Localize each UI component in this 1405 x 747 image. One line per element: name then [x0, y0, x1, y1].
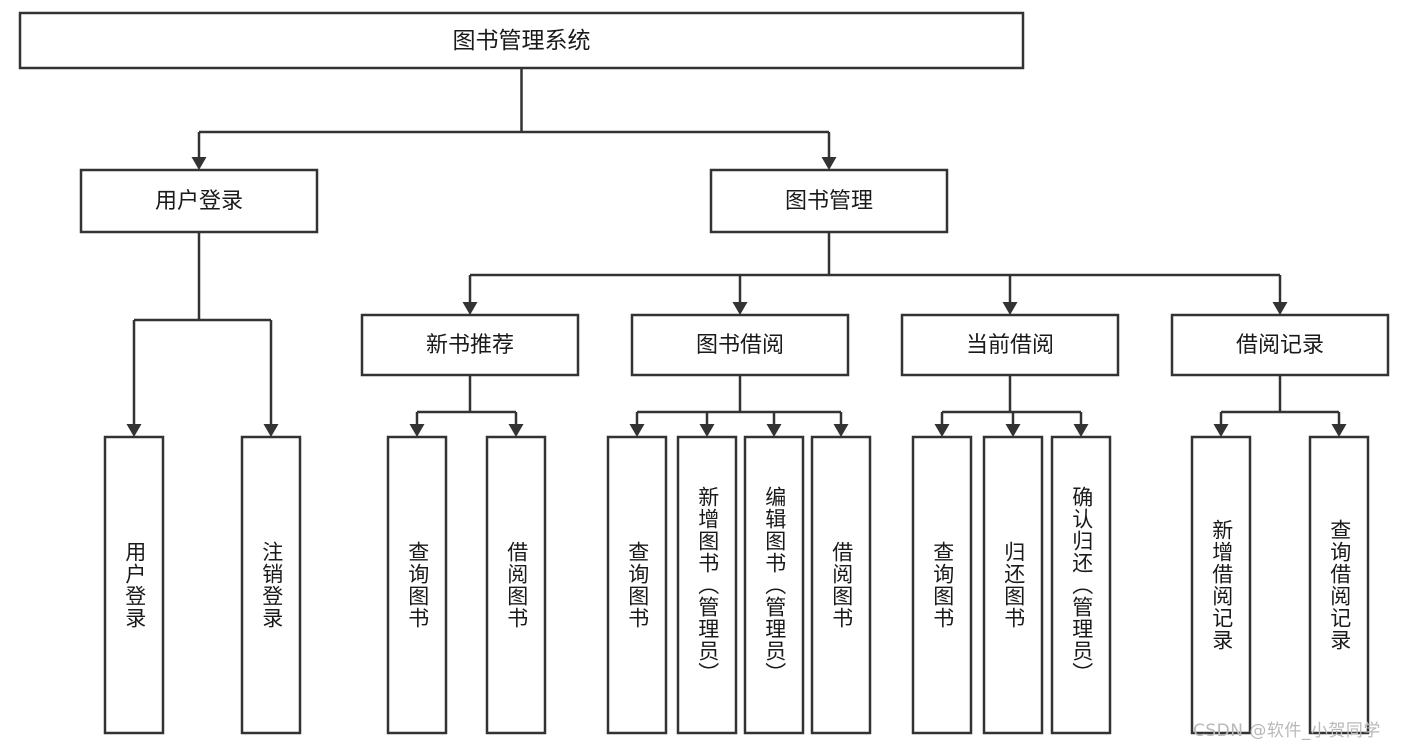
node-box-leaf-borrow-book-2 [810, 435, 872, 735]
arrow-head [191, 157, 207, 170]
node-box-root [18, 11, 1025, 70]
arrow-head [126, 424, 142, 437]
node-box-leaf-confirm-return [1050, 435, 1112, 735]
node-box-leaf-return-book [982, 435, 1044, 735]
node-box-borrow-record [1170, 313, 1390, 377]
arrow-head [699, 424, 715, 437]
node-label-book-borrow: 图书借阅 [696, 333, 784, 358]
node-box-current-borrow [900, 313, 1120, 377]
node-box-leaf-borrow-book-1 [485, 435, 547, 735]
arrow-head [732, 302, 748, 315]
node-box-leaf-user-login [103, 435, 165, 735]
node-box-book-manage [709, 168, 949, 234]
node-boxes [18, 11, 1390, 735]
arrow-head [508, 424, 524, 437]
node-box-leaf-query-book-1 [386, 435, 448, 735]
arrow-head [1272, 302, 1288, 315]
node-label-new-book-recommend: 新书推荐 [426, 333, 514, 358]
arrow-head [409, 424, 425, 437]
arrow-head [833, 424, 849, 437]
arrow-head [821, 157, 837, 170]
node-label-root: 图书管理系统 [453, 28, 591, 54]
node-label-current-borrow: 当前借阅 [966, 333, 1054, 358]
node-box-user-login [79, 168, 319, 234]
node-label-borrow-record: 借阅记录 [1236, 333, 1324, 358]
arrow-head [766, 424, 782, 437]
node-box-leaf-query-book-3 [911, 435, 973, 735]
node-box-leaf-add-record [1190, 435, 1252, 735]
arrow-head [1331, 424, 1347, 437]
arrow-head [263, 424, 279, 437]
node-box-book-borrow [630, 313, 850, 377]
arrow-head [462, 302, 478, 315]
node-box-leaf-edit-book [743, 435, 805, 735]
node-label-book-manage: 图书管理 [785, 189, 873, 214]
node-box-leaf-logout [240, 435, 302, 735]
node-box-new-book-recommend [360, 313, 580, 377]
connector-lines [126, 68, 1347, 437]
arrow-head [1002, 302, 1018, 315]
node-box-leaf-query-record [1308, 435, 1370, 735]
arrow-head [1213, 424, 1229, 437]
node-label-user-login: 用户登录 [155, 189, 243, 214]
node-box-leaf-query-book-2 [606, 435, 668, 735]
watermark-text: CSDN @软件_小贺同学 [1193, 721, 1381, 741]
arrow-head [1005, 424, 1021, 437]
node-box-leaf-add-book [676, 435, 738, 735]
arrow-head [934, 424, 950, 437]
arrow-head [1073, 424, 1089, 437]
arrow-head [629, 424, 645, 437]
